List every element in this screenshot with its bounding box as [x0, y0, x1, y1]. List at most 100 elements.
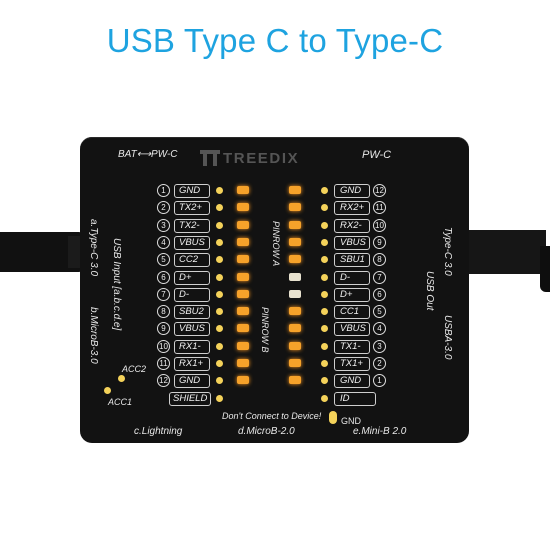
pin-led [289, 307, 301, 316]
pin-pad [216, 342, 223, 350]
pin-pad [216, 221, 223, 229]
pin-pad [321, 290, 328, 298]
pinrow-b-label: PINROW B [260, 307, 270, 353]
pin-number: 9 [373, 235, 386, 249]
pin-pad [216, 360, 223, 367]
bat-pwc-label: BAT⟷PW-C [118, 149, 178, 160]
pin-label: D- [340, 271, 351, 283]
pin-number: 11 [157, 357, 170, 370]
pin-label-box [334, 322, 370, 337]
pin-label-box [174, 218, 210, 233]
pin-number: 7 [157, 287, 170, 301]
pin-label: D+ [340, 288, 353, 300]
pin-label-box [174, 270, 210, 285]
pin-label: TX1+ [340, 358, 363, 369]
right-usb-cord [540, 246, 550, 292]
pin-label-box [334, 357, 370, 371]
pin-label-box [334, 235, 370, 250]
pin-led [237, 220, 249, 229]
pin-label: SBU1 [340, 254, 365, 266]
pin-label-box [174, 357, 210, 371]
pin-pad [321, 221, 328, 229]
pin-row: 7 D- [80, 287, 469, 303]
pin-label-box [174, 305, 210, 320]
pin-number: 5 [157, 253, 170, 267]
pin-led [289, 272, 301, 281]
usb-input-label: USB Input [a.b.c.d.e] [111, 238, 122, 331]
pin-pad [321, 394, 328, 402]
pin-number: 11 [373, 201, 386, 215]
pin-label: RX1- [179, 340, 201, 352]
pin-pad [321, 238, 328, 246]
pin-label-box [334, 218, 370, 233]
pin-label-box [174, 287, 210, 302]
pin-number: 2 [157, 201, 170, 215]
pin-pad [321, 360, 328, 367]
gnd-pad-label: GND [341, 416, 361, 426]
pin-label: TX2- [179, 219, 200, 231]
pin-pad [216, 290, 223, 298]
pin-number: 9 [157, 322, 170, 336]
pin-label-box [174, 322, 210, 337]
pin-led [237, 324, 249, 333]
pin-led [237, 186, 249, 194]
type-c-output-label: Type-C 3.0 [442, 227, 453, 276]
pin-label-box [334, 374, 370, 389]
pin-pad [216, 377, 223, 385]
acc2-label: ACC2 [122, 364, 147, 374]
pin-label-box [174, 201, 210, 216]
pin-label-box [334, 253, 370, 268]
pin-led [289, 289, 301, 298]
pinrow-a-label: PINROW A [271, 221, 281, 267]
microb2-label: d.MicroB-2.0 [238, 426, 295, 437]
pin-label: D- [179, 288, 190, 300]
pin-led [289, 237, 301, 246]
pin-number: 6 [157, 270, 170, 284]
pin-number: 4 [373, 322, 386, 336]
pwc-label: PW-C [362, 149, 392, 161]
pin-label: CC2 [179, 254, 199, 266]
pin-led [289, 324, 301, 333]
pin-label: SHIELD [173, 392, 208, 404]
pin-label-box [174, 339, 210, 354]
pin-label-box [334, 305, 370, 320]
pin-led [289, 376, 301, 385]
acc1-label: ACC1 [108, 397, 133, 407]
pin-pad [216, 308, 223, 316]
pin-led [289, 341, 301, 350]
pin-label: GND [179, 185, 201, 196]
pin-pad [321, 377, 328, 385]
pin-pad [216, 256, 223, 264]
pin-number: 3 [373, 339, 386, 353]
pin-label-box [174, 253, 210, 268]
pin-number: 4 [157, 235, 170, 249]
pin-pad [216, 325, 223, 333]
pin-led [289, 186, 301, 194]
acc2-pad [118, 375, 125, 382]
pin-label-box [334, 201, 370, 216]
warning-text: Don't Connect to Device! [222, 411, 322, 421]
pin-pad [321, 342, 328, 350]
pin-label: GND [340, 185, 362, 196]
pin-row: 5 CC2 [80, 252, 469, 268]
pin-number: 12 [373, 184, 386, 197]
pin-label-box [169, 391, 211, 406]
pin-label-box [334, 287, 370, 302]
pin-led [237, 255, 249, 264]
gnd-pad [329, 411, 337, 424]
pin-pad [321, 187, 328, 194]
pin-row: SHIELD [80, 391, 469, 407]
tester-board: BAT⟷PW-C TREEDIX PW-C PINROW A PINROW B … [80, 137, 469, 443]
